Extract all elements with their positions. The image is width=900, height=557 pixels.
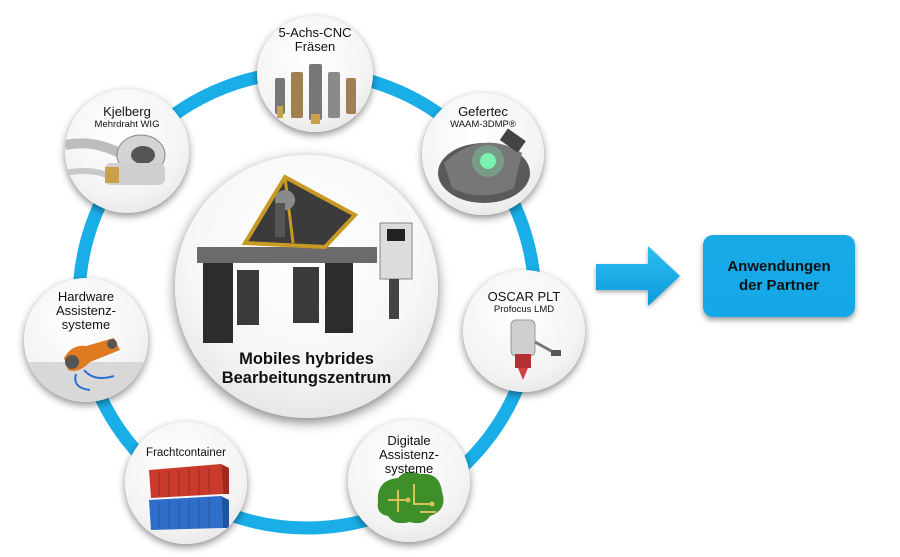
partner-line1: Anwendungen (727, 258, 831, 275)
node-cnc: 5-Achs-CNC Fräsen (257, 16, 373, 132)
node-digital-title3: systeme (384, 461, 434, 476)
hybrid-machine-icon (197, 174, 413, 343)
node-kjelberg-subtitle: Mehrdraht WIG (94, 119, 160, 130)
node-digital-title2: Assistenz- (379, 447, 439, 462)
node-cnc-title: 5-Achs-CNC (278, 25, 352, 40)
node-kjelberg: Kjelberg Mehrdraht WIG (65, 89, 189, 213)
node-cnc-title2: Fräsen (294, 39, 336, 54)
node-kjelberg-title: Kjelberg (103, 104, 151, 119)
node-container: Frachtcontainer (125, 422, 247, 544)
center-node: Mobiles hybrides Bearbeitungszentrum (175, 155, 438, 418)
node-oscar-subtitle: Profocus LMD (493, 304, 555, 315)
node-gefertec-subtitle: WAAM-3DMP® (450, 119, 516, 130)
partner-line2: der Partner (738, 277, 820, 294)
node-oscar-title: OSCAR PLT (487, 289, 561, 304)
container-icon (149, 464, 229, 530)
node-gefertec-title: Gefertec (458, 104, 508, 119)
center-title-line2: Bearbeitungszentrum (221, 369, 392, 387)
welding-part-icon (438, 128, 530, 203)
milling-tools-icon (275, 64, 356, 124)
partner-applications-box: Anwendungen der Partner (703, 235, 855, 317)
node-hardware-title: Hardware (57, 289, 115, 304)
node-hardware-title2: Assistenz- (56, 303, 116, 318)
laser-head-icon (510, 319, 561, 380)
node-hardware: Hardware Assistenz- systeme (24, 278, 148, 402)
node-container-title: Frachtcontainer (146, 447, 226, 459)
node-digital-title: Digitale (387, 433, 431, 448)
node-oscar: OSCAR PLT Profocus LMD (463, 270, 585, 392)
brain-circuit-icon (377, 471, 444, 524)
node-gefertec: Gefertec WAAM-3DMP® (422, 93, 544, 215)
center-title-line1: Mobiles hybrides (239, 350, 374, 368)
arrow-right-icon (596, 246, 680, 306)
node-digital: Digitale Assistenz- systeme (348, 420, 470, 542)
robot-arm-icon (24, 338, 148, 402)
node-hardware-title3: systeme (61, 317, 111, 332)
wig-torch-icon (65, 134, 166, 185)
